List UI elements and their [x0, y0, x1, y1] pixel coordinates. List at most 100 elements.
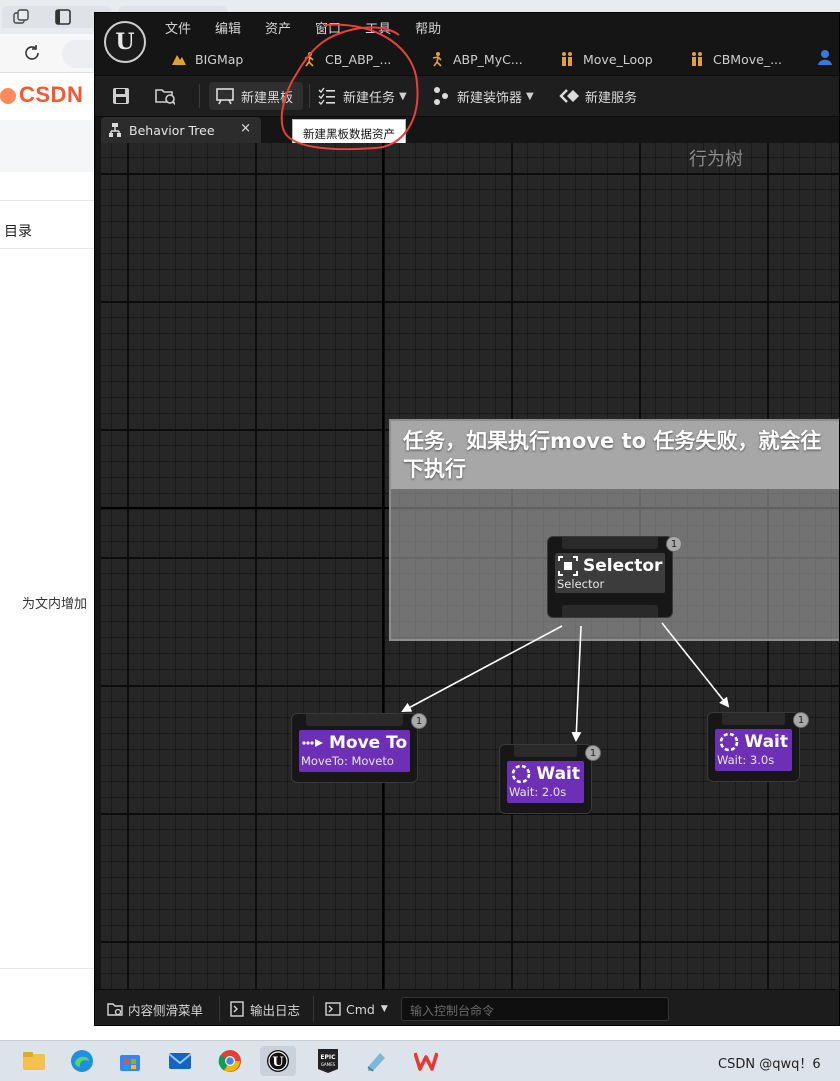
- browser-tab-actions-icon[interactable]: [12, 8, 30, 26]
- move-to-node-body: Move To MoveTo: Moveto: [299, 730, 410, 772]
- browse-folder-icon: [155, 86, 175, 106]
- input-pin[interactable]: [562, 537, 658, 549]
- taskbar-watermark-text: CSDN @qwq！6: [718, 1057, 821, 1072]
- menu-tools[interactable]: 工具: [365, 22, 392, 37]
- wait-title: Wait: [536, 764, 580, 784]
- asset-tab-cb-abp[interactable]: CB_ABP_...: [301, 47, 391, 71]
- output-pin[interactable]: [562, 605, 658, 617]
- animation-sequence-icon: [689, 51, 705, 67]
- input-pin[interactable]: [722, 713, 785, 725]
- new-blackboard-button[interactable]: 新建黑板: [209, 82, 304, 110]
- close-icon[interactable]: ×: [240, 121, 251, 136]
- chevron-down-icon: ▼: [380, 1004, 388, 1014]
- content-drawer-icon: [107, 1001, 123, 1017]
- tab-behavior-tree[interactable]: Behavior Tree ×: [101, 117, 261, 143]
- output-log-button[interactable]: 输出日志: [229, 998, 300, 1020]
- menu-edit[interactable]: 编辑: [215, 22, 242, 37]
- csdn-logo[interactable]: CSDN: [0, 82, 83, 108]
- wait-title: Wait: [744, 732, 788, 752]
- chevron-down-icon: ▼: [399, 90, 407, 102]
- browse-asset-button[interactable]: [155, 82, 181, 110]
- content-drawer-button[interactable]: 内容侧滑菜单: [107, 998, 203, 1020]
- browser-tabs-icon[interactable]: [54, 8, 72, 26]
- divider: [0, 968, 96, 969]
- user-avatar-icon[interactable]: [817, 49, 833, 65]
- menu-asset[interactable]: 资产: [265, 22, 292, 37]
- toc-label[interactable]: 目录: [4, 224, 32, 240]
- chrome-icon[interactable]: [212, 1046, 248, 1076]
- selector-node[interactable]: Selector Selector: [547, 536, 673, 618]
- wait-icon: [718, 732, 739, 752]
- comment-text: 任务，如果执行move to 任务失败，就会往下执行: [403, 429, 822, 481]
- asset-tab-move-loop[interactable]: Move_Loop: [559, 47, 653, 71]
- refresh-icon[interactable]: [22, 43, 42, 63]
- file-explorer-icon[interactable]: [16, 1046, 52, 1076]
- save-icon: [111, 86, 131, 106]
- divider: [0, 200, 96, 201]
- mail-icon[interactable]: [162, 1046, 198, 1076]
- microsoft-store-icon[interactable]: [112, 1046, 148, 1076]
- wait-node-3s[interactable]: Wait Wait: 3.0s: [707, 712, 800, 782]
- csdn-mascot-icon: [0, 88, 16, 104]
- menu-window[interactable]: 窗口: [315, 22, 342, 37]
- toolbar: 新建黑板 新建任务 ▼ 新建装饰器 ▼ 新建服务: [95, 75, 839, 117]
- comment-box[interactable]: 任务，如果执行move to 任务失败，就会往下执行: [389, 419, 839, 641]
- connection-selector-wait-a: [571, 625, 582, 742]
- wps-office-icon[interactable]: [408, 1046, 444, 1076]
- wait-node-2s[interactable]: Wait Wait: 2.0s: [499, 744, 592, 814]
- task-list-icon: [317, 86, 337, 106]
- notes-app-icon[interactable]: [358, 1046, 394, 1076]
- execution-order-badge: 1: [585, 745, 601, 761]
- output-log-icon: [229, 1001, 245, 1017]
- cmd-dropdown[interactable]: Cmd ▼: [325, 998, 388, 1020]
- menu-help[interactable]: 帮助: [415, 22, 442, 37]
- wait-node-3s-body: Wait Wait: 3.0s: [715, 729, 792, 771]
- status-separator: [313, 996, 314, 1022]
- asset-tab-cbmove[interactable]: CBMove_...: [689, 47, 782, 71]
- selector-title: Selector: [583, 556, 663, 576]
- menu-bar: 文件 编辑 资产 窗口 工具 帮助: [165, 18, 465, 40]
- blackboard-icon: [215, 86, 235, 106]
- behavior-tree-graph[interactable]: 行为树 任务，如果执行move to 任务失败，就会往下执行 Selector: [101, 143, 839, 989]
- unreal-engine-taskbar-icon[interactable]: U: [260, 1046, 296, 1076]
- status-bar: 内容侧滑菜单 输出日志 Cmd ▼ 输入控制台命令: [95, 989, 839, 1025]
- new-decorator-button[interactable]: 新建装饰器 ▼: [431, 82, 534, 110]
- selector-node-body: Selector Selector: [555, 553, 665, 593]
- wait-icon: [510, 764, 531, 784]
- execution-order-badge: 1: [411, 713, 427, 729]
- svg-text:GAMES: GAMES: [321, 1062, 336, 1067]
- csdn-side-text[interactable]: 为文内增加: [22, 597, 88, 612]
- animation-sequence-icon: [559, 51, 575, 67]
- unreal-logo-icon[interactable]: U: [104, 21, 146, 63]
- asset-tab-abp-myc[interactable]: ABP_MyC...: [429, 47, 523, 71]
- graph-watermark: 行为树: [689, 149, 743, 170]
- status-separator: [219, 996, 220, 1022]
- terminal-icon: [325, 1001, 341, 1017]
- save-button[interactable]: [111, 82, 137, 110]
- menu-file[interactable]: 文件: [165, 22, 192, 37]
- animation-blueprint-icon: [301, 51, 317, 67]
- input-pin[interactable]: [514, 745, 577, 757]
- svg-text:U: U: [272, 1055, 284, 1070]
- behavior-tree-icon: [107, 122, 123, 138]
- csdn-subheader: [0, 120, 96, 172]
- input-pin[interactable]: [306, 714, 403, 726]
- execution-order-badge: 1: [793, 712, 809, 728]
- new-service-button[interactable]: 新建服务: [559, 82, 637, 110]
- edge-browser-icon[interactable]: [64, 1046, 100, 1076]
- new-task-button[interactable]: 新建任务 ▼: [317, 82, 407, 110]
- move-to-title: Move To: [329, 733, 408, 753]
- graph-origin-line: [382, 143, 384, 989]
- asset-tab-bigmap[interactable]: BIGMap: [171, 47, 243, 71]
- execution-order-badge: 1: [666, 536, 682, 552]
- node-connections: [401, 622, 730, 742]
- console-command-input[interactable]: 输入控制台命令: [401, 997, 669, 1021]
- decorator-icon: [431, 86, 451, 106]
- svg-text:EPIC: EPIC: [320, 1054, 336, 1061]
- toolbar-separator: [199, 84, 200, 108]
- move-to-node[interactable]: Move To MoveTo: Moveto: [291, 713, 418, 783]
- chevron-down-icon: ▼: [526, 90, 534, 102]
- comment-header[interactable]: [391, 421, 839, 489]
